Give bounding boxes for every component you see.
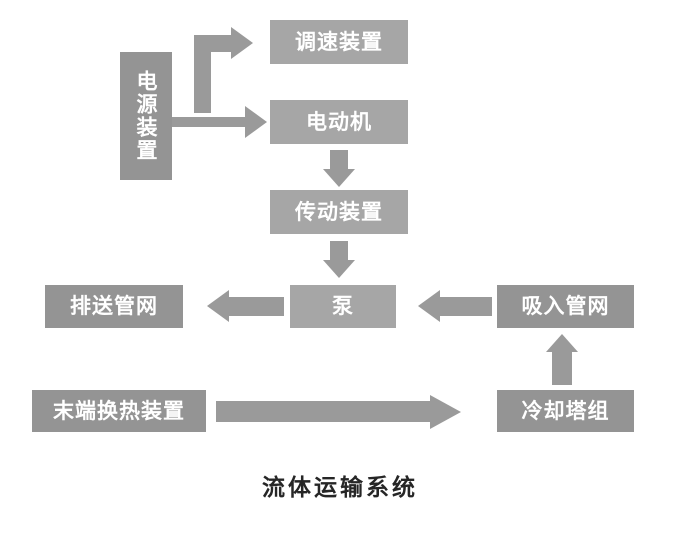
node-pump[interactable]: 泵: [290, 285, 396, 328]
edge-terminal-to-tower-arrowhead: [430, 395, 461, 429]
node-label-motor: 电动机: [306, 109, 372, 134]
node-label-cooling-tower: 冷却塔组: [521, 398, 610, 423]
edge-suction-to-pump-arrowhead: [418, 290, 440, 322]
node-terminal-heat-exchanger[interactable]: 末端换热装置: [32, 390, 206, 432]
node-label-suction-pipe: 吸入管网: [521, 294, 610, 319]
node-motor[interactable]: 电动机: [270, 100, 408, 144]
edge-transmission-to-pump-arrowhead: [323, 260, 355, 278]
edge-power-to-motor-stem: [172, 117, 246, 127]
node-label-speed-governor: 调速装置: [295, 29, 383, 54]
edge-power-to-governor-corner: [194, 35, 211, 59]
edge-power-to-motor-arrowhead: [245, 106, 267, 138]
edge-power-to-governor-vertical-stem: [194, 58, 211, 113]
edge-tower-to-suction-arrowhead: [546, 334, 578, 352]
node-cooling-tower[interactable]: 冷却塔组: [497, 390, 634, 432]
node-speed-governor[interactable]: 调速装置: [270, 20, 408, 64]
node-discharge-pipe[interactable]: 排送管网: [45, 285, 183, 328]
edge-suction-to-pump-stem: [440, 297, 492, 316]
edge-power-to-governor-arrowhead: [231, 27, 253, 59]
edge-terminal-to-tower-stem: [216, 401, 431, 422]
node-label-terminal-heat-exchanger: 末端换热装置: [53, 398, 185, 423]
edge-pump-to-discharge-stem: [229, 297, 284, 316]
diagram-caption: 流体运输系统: [262, 474, 418, 501]
node-label-discharge-pipe: 排送管网: [70, 294, 158, 319]
edge-motor-to-transmission-arrowhead: [323, 169, 355, 187]
edge-tower-to-suction-stem: [552, 351, 572, 385]
node-transmission[interactable]: 传动装置: [270, 190, 408, 234]
edge-motor-to-transmission-stem: [330, 150, 348, 170]
edge-pump-to-discharge-arrowhead: [207, 290, 229, 322]
node-power-supply[interactable]: 电源装置: [120, 52, 172, 180]
edge-transmission-to-pump-stem: [330, 241, 348, 261]
node-label-transmission: 传动装置: [295, 199, 383, 224]
node-label-pump: 泵: [332, 294, 354, 319]
node-suction-pipe[interactable]: 吸入管网: [497, 285, 634, 328]
node-label-power-supply: 电源装置: [134, 70, 159, 162]
